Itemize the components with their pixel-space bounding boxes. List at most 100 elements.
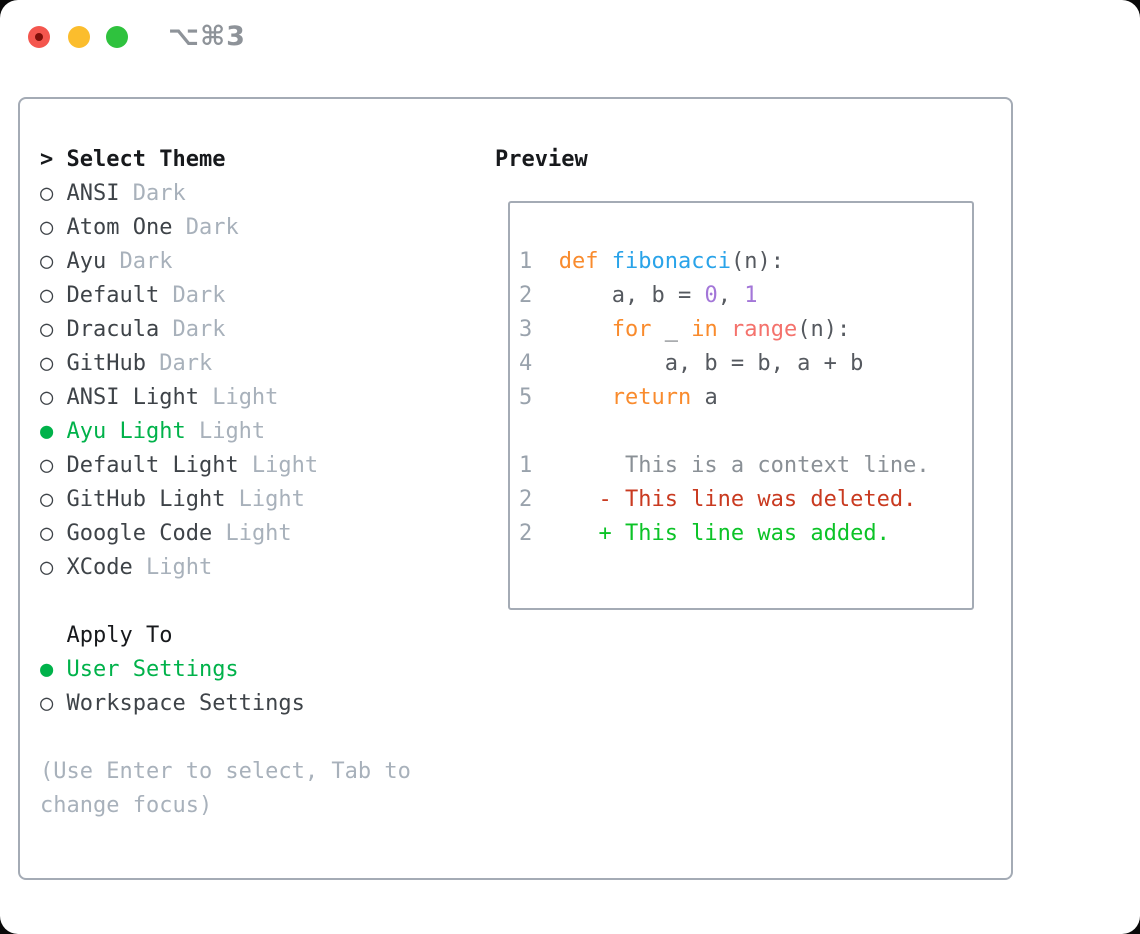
theme-variant-label: Light	[132, 555, 213, 580]
line-number: 2	[519, 487, 533, 512]
radio-icon: ○	[40, 249, 54, 274]
radio-icon: ○	[40, 283, 54, 308]
radio-icon: ○	[40, 521, 54, 546]
theme-name: GitHub Light	[53, 487, 226, 512]
theme-item[interactable]: ○ GitHub Light Light	[40, 483, 470, 517]
theme-variant-label: Dark	[172, 215, 239, 240]
code-segment	[598, 249, 611, 274]
theme-item[interactable]: ○ Atom One Dark	[40, 211, 470, 245]
apply-option[interactable]: ○ Workspace Settings	[40, 687, 470, 721]
theme-item[interactable]: ○ Ayu Dark	[40, 245, 470, 279]
line-number: 5	[519, 385, 533, 410]
theme-item[interactable]: ● Ayu Light Light	[40, 415, 470, 449]
zoom-button[interactable]	[106, 26, 128, 48]
theme-picker-panel: > Select Theme ○ ANSI Dark ○ Atom One Da…	[18, 97, 1013, 880]
code-segment: 0	[704, 283, 718, 308]
radio-icon: ○	[40, 555, 54, 580]
code-segment	[559, 385, 612, 410]
theme-variant-label: Dark	[119, 181, 186, 206]
theme-variant-label: Light	[225, 487, 305, 512]
code-line	[519, 415, 972, 449]
close-button[interactable]	[28, 26, 50, 48]
code-segment	[559, 317, 612, 342]
code-line: 4 a, b = b, a + b	[519, 347, 972, 381]
theme-variant-label: Light	[238, 453, 319, 478]
theme-list: ○ ANSI Dark ○ Atom One Dark ○ Ayu Dark ○…	[40, 177, 470, 585]
code-segment: _	[651, 317, 692, 342]
theme-variant-label: Light	[185, 419, 266, 444]
radio-icon: ○	[40, 487, 54, 512]
theme-name: Default Light	[53, 453, 239, 478]
line-number: 1	[519, 249, 533, 274]
theme-item[interactable]: ○ ANSI Light Light	[40, 381, 470, 415]
radio-icon: ○	[40, 453, 54, 478]
code-segment: in	[691, 317, 718, 342]
code-segment: + This line was added.	[558, 521, 890, 546]
code-line: 2 + This line was added.	[519, 517, 972, 551]
theme-item[interactable]: ○ ANSI Dark	[40, 177, 470, 211]
select-theme-header: > Select Theme	[40, 143, 470, 177]
select-theme-title: Select Theme	[66, 147, 226, 172]
theme-name: Atom One	[53, 215, 173, 240]
code-line: 2 - This line was deleted.	[519, 483, 972, 517]
theme-item[interactable]: ○ XCode Light	[40, 551, 470, 585]
apply-option[interactable]: ● User Settings	[40, 653, 470, 687]
code-line: 1 def fibonacci(n):	[519, 245, 972, 279]
code-segment: def	[558, 249, 599, 274]
theme-name: XCode	[53, 555, 133, 580]
apply-option-label: Workspace Settings	[53, 691, 305, 716]
theme-variant-label: Dark	[145, 351, 213, 376]
theme-variant-label: Dark	[159, 283, 226, 308]
prompt-icon: >	[40, 147, 54, 172]
theme-name: ANSI	[53, 181, 120, 206]
code-segment: 1	[744, 283, 758, 308]
code-line: 1 This is a context line.	[519, 449, 972, 483]
radio-icon: ●	[40, 419, 54, 444]
apply-to-list: ● User Settings ○ Workspace Settings	[40, 653, 470, 721]
theme-item[interactable]: ○ Default Dark	[40, 279, 470, 313]
code-segment: a, b =	[558, 283, 705, 308]
apply-option-label: User Settings	[53, 657, 239, 682]
code-segment	[718, 317, 731, 342]
theme-item[interactable]: ○ Google Code Light	[40, 517, 470, 551]
code-segment: return	[611, 385, 692, 410]
radio-icon: ○	[40, 691, 54, 716]
titlebar: ⌥⌘3	[0, 0, 1140, 97]
code-segment: ,	[717, 283, 745, 308]
theme-variant-label: Dark	[159, 317, 226, 342]
line-number: 2	[519, 521, 533, 546]
radio-icon: ○	[40, 215, 54, 240]
code-segment: (n):	[797, 317, 851, 342]
theme-name: Dracula	[53, 317, 160, 342]
theme-variant-label: Light	[212, 521, 292, 546]
theme-item[interactable]: ○ Dracula Dark	[40, 313, 470, 347]
code-segment: (n):	[730, 249, 784, 274]
line-number: 4	[519, 351, 533, 376]
code-segment: range	[730, 317, 798, 342]
radio-icon: ○	[40, 181, 54, 206]
line-number: 3	[519, 317, 533, 342]
code-line: 5 return a	[519, 381, 972, 415]
theme-name: GitHub	[53, 351, 146, 376]
theme-name: Ayu Light	[53, 419, 186, 444]
spacer	[40, 585, 470, 619]
minimize-button[interactable]	[68, 26, 90, 48]
code-segment: - This line was deleted.	[558, 487, 917, 512]
theme-item[interactable]: ○ GitHub Dark	[40, 347, 470, 381]
code-segment: a	[691, 385, 718, 410]
radio-icon: ●	[40, 657, 54, 682]
line-number: 2	[519, 283, 533, 308]
apply-to-header: Apply To	[66, 623, 173, 648]
keyboard-shortcut-label: ⌥⌘3	[168, 21, 246, 52]
theme-name: Ayu	[53, 249, 107, 274]
theme-item[interactable]: ○ Default Light Light	[40, 449, 470, 483]
radio-icon: ○	[40, 385, 54, 410]
code-segment: fibonacci	[611, 249, 731, 274]
preview-title: Preview	[495, 147, 588, 172]
code-line: 2 a, b = 0, 1	[519, 279, 972, 313]
code-line: 3 for _ in range(n):	[519, 313, 972, 347]
theme-variant-label: Light	[198, 385, 279, 410]
code-segment: for	[611, 317, 652, 342]
